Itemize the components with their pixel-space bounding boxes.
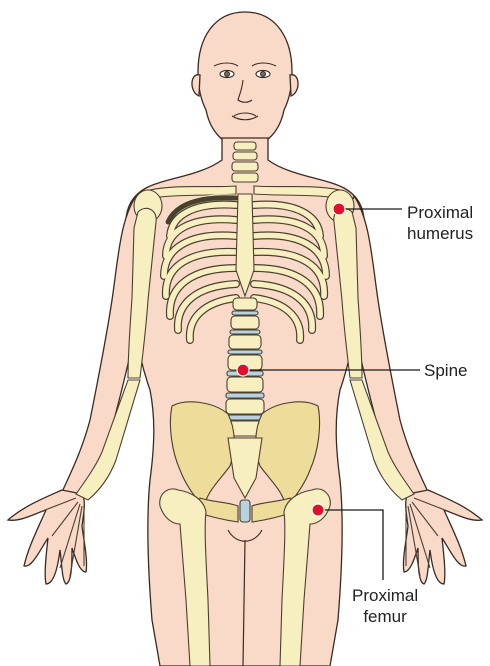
red-dot-icon — [237, 364, 249, 376]
label-spine: Spine — [424, 360, 467, 381]
left-hand — [8, 490, 87, 584]
label-line: Proximal — [352, 585, 418, 606]
red-dot-icon — [333, 203, 345, 215]
head — [198, 12, 292, 148]
label-line: Spine — [424, 360, 467, 381]
pubic-symphysis — [240, 500, 250, 522]
label-proximal-femur: Proximal femur — [352, 585, 418, 627]
right-ear — [290, 75, 298, 96]
label-line: femur — [352, 606, 418, 627]
cervical-spine — [232, 142, 258, 182]
label-proximal-humerus: Proximal humerus — [407, 202, 473, 244]
left-ear — [192, 75, 200, 96]
label-line: humerus — [407, 223, 473, 244]
right-hand — [403, 490, 482, 584]
red-dot-icon — [312, 504, 324, 516]
label-line: Proximal — [407, 202, 473, 223]
